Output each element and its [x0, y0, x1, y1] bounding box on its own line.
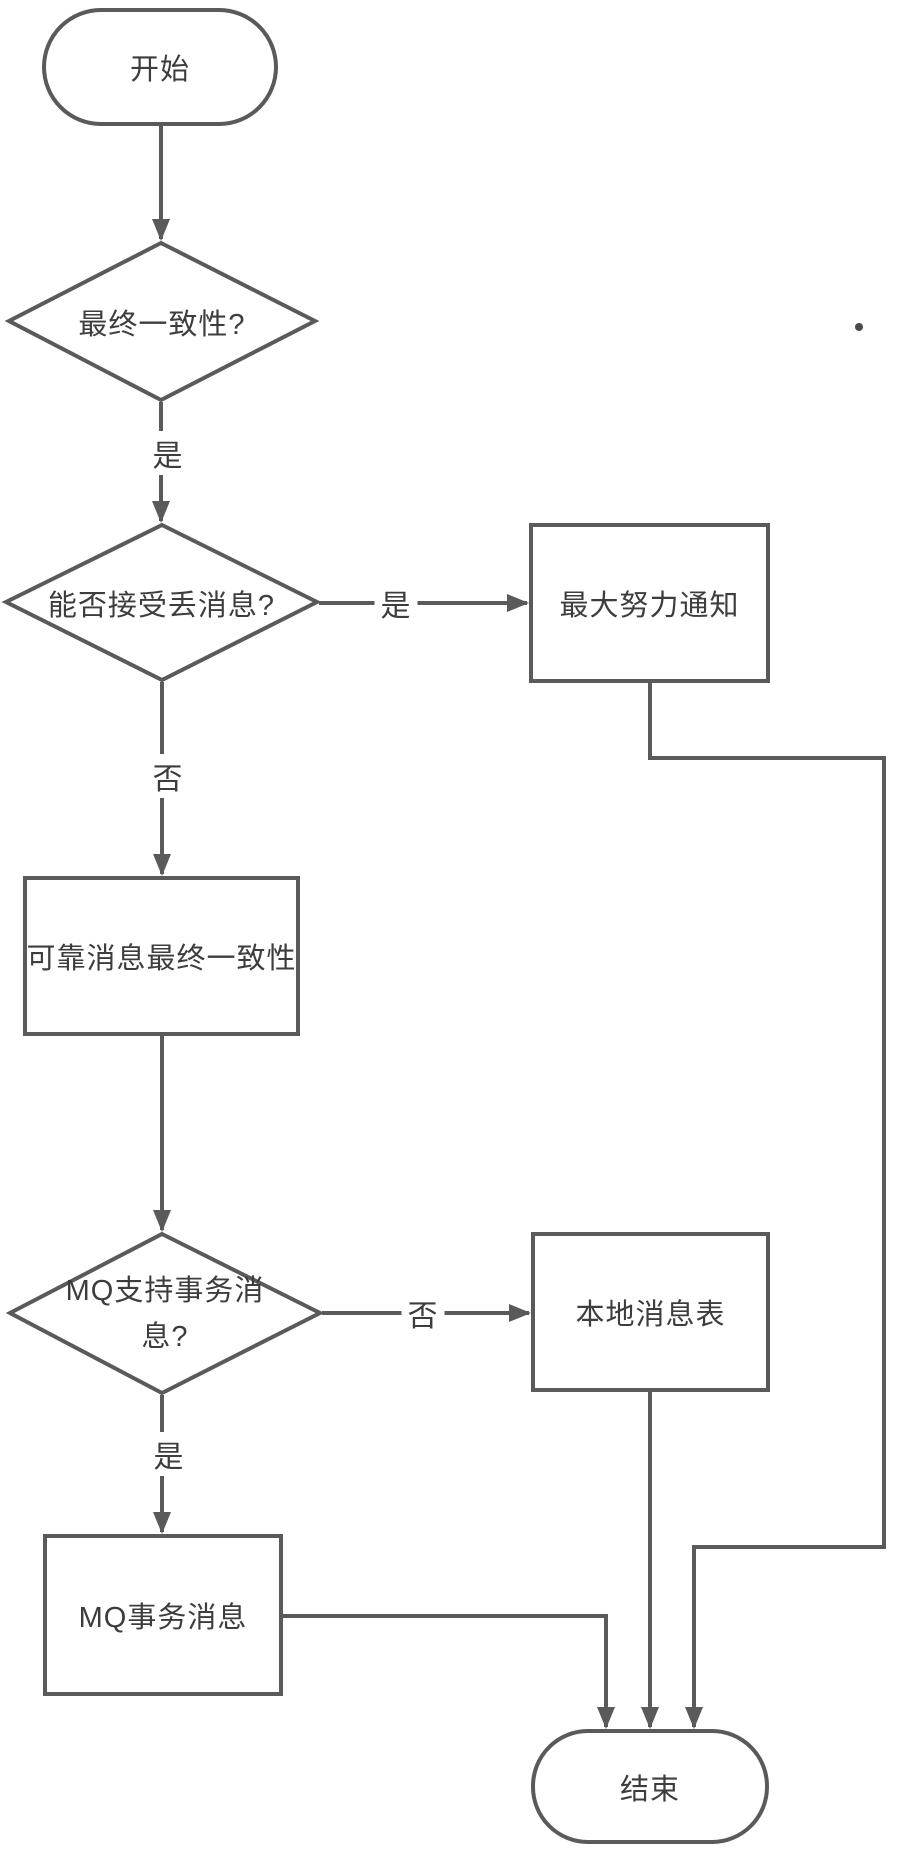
local-message-table-rect-shape: [531, 1232, 770, 1392]
best-effort-notify-rect-shape: [529, 523, 770, 683]
mq-tx-message-rect-shape: [43, 1534, 283, 1696]
reliable-message-rect-shape: [23, 876, 300, 1036]
stray-dot: [855, 323, 863, 331]
end-terminator-shape: [531, 1729, 769, 1844]
start-terminator-shape: [42, 8, 278, 126]
mq-supports-tx-diamond-shape: [5, 1231, 325, 1396]
edge-best-effort-to-end: [648, 683, 886, 1729]
edge-mq-tx-to-end: [281, 1614, 615, 1729]
eventual-consistency-diamond-shape: [4, 240, 320, 403]
accept-message-loss-diamond-shape: [1, 522, 322, 683]
